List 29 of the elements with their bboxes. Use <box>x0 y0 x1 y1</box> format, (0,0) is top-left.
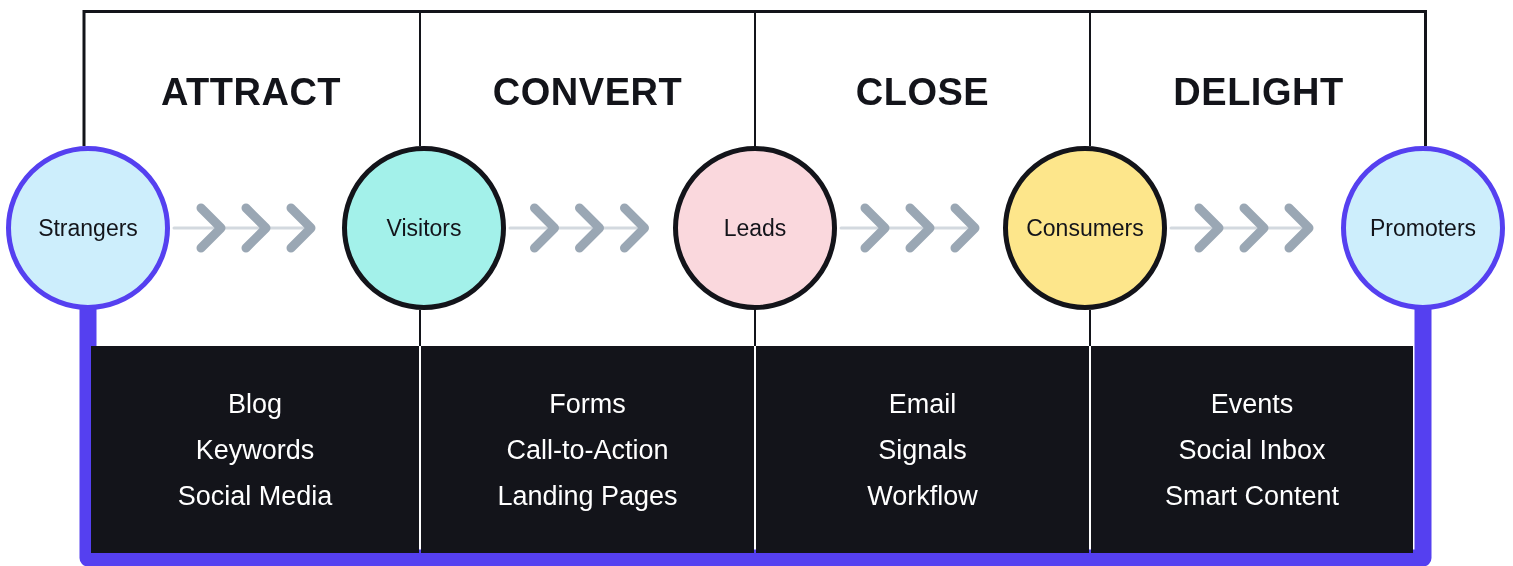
tool-label: Blog <box>227 387 282 421</box>
tool-label: Call-to-Action <box>506 433 669 467</box>
stage-heading: DELIGHT <box>1173 71 1344 114</box>
tool-label: Forms <box>549 387 626 421</box>
tool-label: Workflow <box>867 479 978 513</box>
tools-panel <box>756 346 1089 553</box>
circle-label: Consumers <box>1026 214 1144 242</box>
stage-heading: CLOSE <box>855 71 990 114</box>
tools-panel <box>421 346 754 553</box>
circle-label: Visitors <box>386 214 462 242</box>
tool-label: Signals <box>878 433 967 467</box>
tool-label: Smart Content <box>1164 479 1340 513</box>
chevron-arrow <box>1169 203 1314 253</box>
tool-label: Keywords <box>195 433 315 467</box>
circle-label: Promoters <box>1369 214 1477 242</box>
chevron-arrow <box>508 203 649 253</box>
stage-heading: ATTRACT <box>160 71 342 114</box>
circle-label: Strangers <box>38 214 138 242</box>
tools-panel <box>91 346 419 553</box>
stage-heading: CONVERT <box>492 71 683 114</box>
chevron-arrow <box>839 203 980 253</box>
tools-panel <box>1091 346 1413 553</box>
tool-label: Social Media <box>177 479 333 513</box>
tool-label: Social Inbox <box>1178 433 1326 467</box>
chevron-arrow <box>172 203 316 253</box>
circle-label: Leads <box>723 214 787 242</box>
tool-label: Events <box>1210 387 1294 421</box>
tool-label: Email <box>888 387 957 421</box>
tool-label: Landing Pages <box>497 479 678 513</box>
